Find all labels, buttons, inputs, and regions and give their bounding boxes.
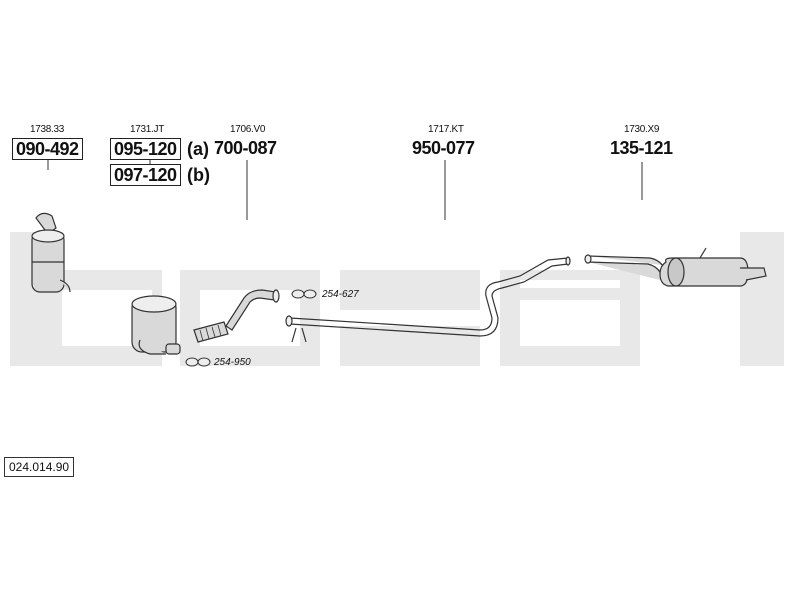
clamp-254-627 (291, 289, 317, 299)
part-number-090-492: 090-492 (12, 138, 83, 160)
part-number-097-120: 097-120 (110, 164, 181, 186)
part-catalyst-1731 (131, 295, 181, 355)
part-suffix-a: (a) (187, 139, 209, 159)
part-rear-silencer-1730 (584, 247, 767, 287)
part-number-095-120: 095-120 (110, 138, 181, 160)
clamp-label-254-627: 254-627 (322, 289, 359, 300)
clamp-label-254-950: 254-950 (214, 357, 251, 368)
part-ref-1738: 1738.33 (30, 124, 65, 135)
part-ref-1731: 1731.JT (130, 124, 165, 135)
part-front-pipe-1706 (193, 289, 280, 343)
part-ref-1706: 1706.V0 (230, 124, 266, 135)
part-dpf-1738 (31, 212, 71, 293)
part-ref-1730: 1730.X9 (624, 124, 660, 135)
part-number-950-077: 950-077 (412, 138, 475, 158)
part-ref-1717: 1717.KT (428, 124, 464, 135)
diagram-code: 024.014.90 (4, 457, 75, 477)
part-middle-pipe-1717 (285, 256, 571, 343)
part-number-135-121: 135-121 (610, 138, 673, 158)
part-suffix-b: (b) (187, 165, 210, 185)
part-number-700-087: 700-087 (214, 138, 277, 158)
clamp-254-950 (185, 357, 211, 367)
